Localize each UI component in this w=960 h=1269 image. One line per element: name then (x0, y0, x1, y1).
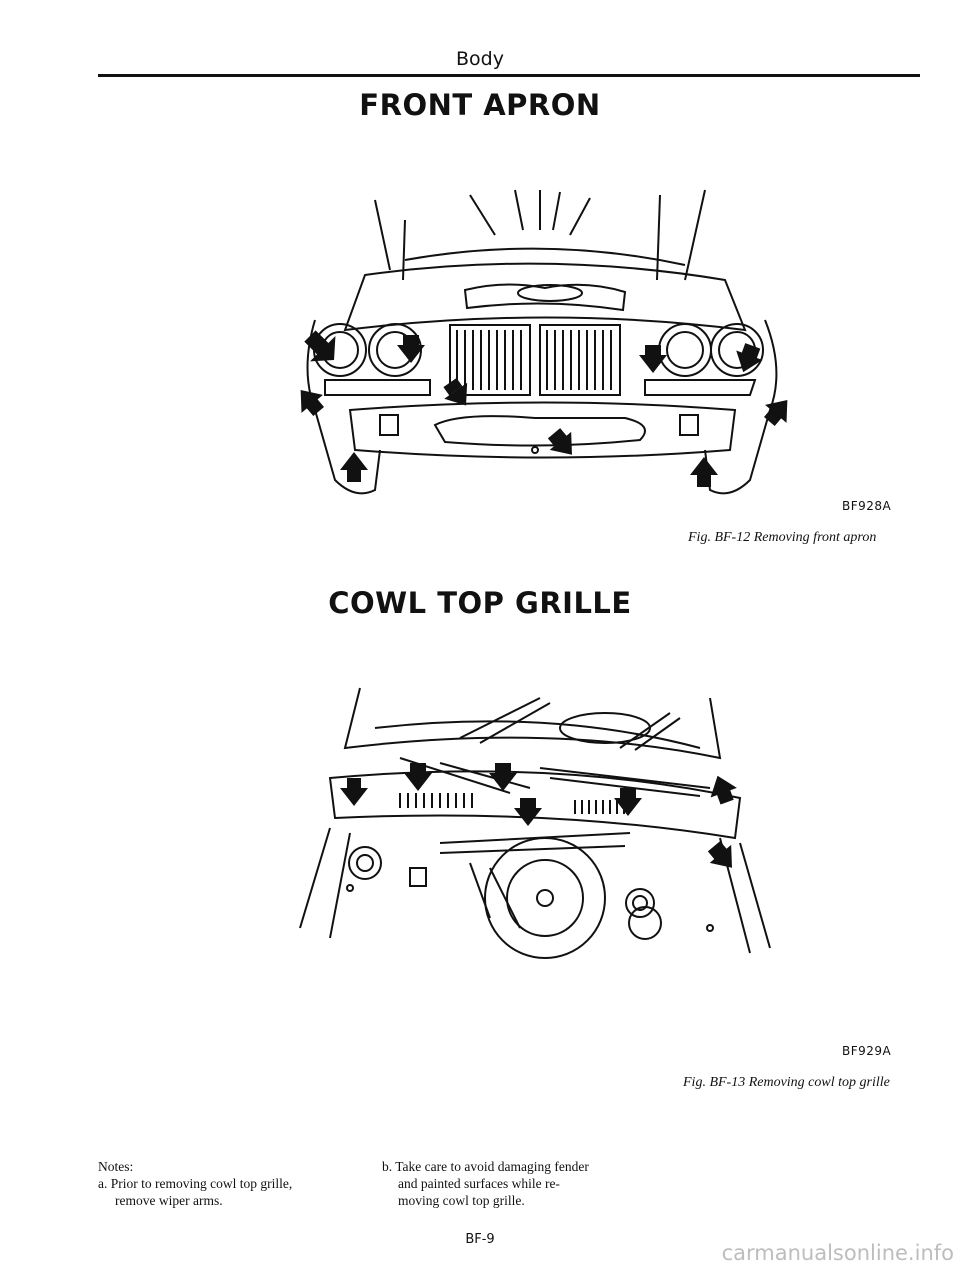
notes-heading: Notes: (98, 1159, 134, 1174)
note-b: b. Take care to avoid damaging fender (382, 1159, 589, 1174)
figure-caption-bf12: Fig. BF-12 Removing front apron (688, 530, 877, 545)
figure-cowl-top-grille (299, 687, 771, 959)
page-header: Body (456, 48, 504, 70)
arrow-pointer-icon (300, 330, 788, 487)
watermark: carmanualsonline.info (721, 1241, 954, 1265)
arrow-pointer-icon (340, 763, 737, 868)
note-a: a. Prior to removing cowl top grille, (98, 1176, 293, 1191)
section-title-front-apron: FRONT APRON (359, 88, 601, 122)
figure-caption-bf13: Fig. BF-13 Removing cowl top grille (683, 1075, 890, 1090)
figure-code-bf929a: BF929A (842, 1044, 892, 1058)
note-a-continued: remove wiper arms. (115, 1193, 223, 1208)
figure-front-apron (300, 189, 788, 495)
note-b-continued-1: and painted surfaces while re- (398, 1176, 560, 1191)
note-b-continued-2: moving cowl top grille. (398, 1193, 525, 1208)
header-rule (98, 74, 920, 77)
figure-code-bf928a: BF928A (842, 499, 892, 513)
section-title-cowl-top-grille: COWL TOP GRILLE (328, 586, 632, 620)
page-number: BF-9 (465, 1232, 495, 1247)
